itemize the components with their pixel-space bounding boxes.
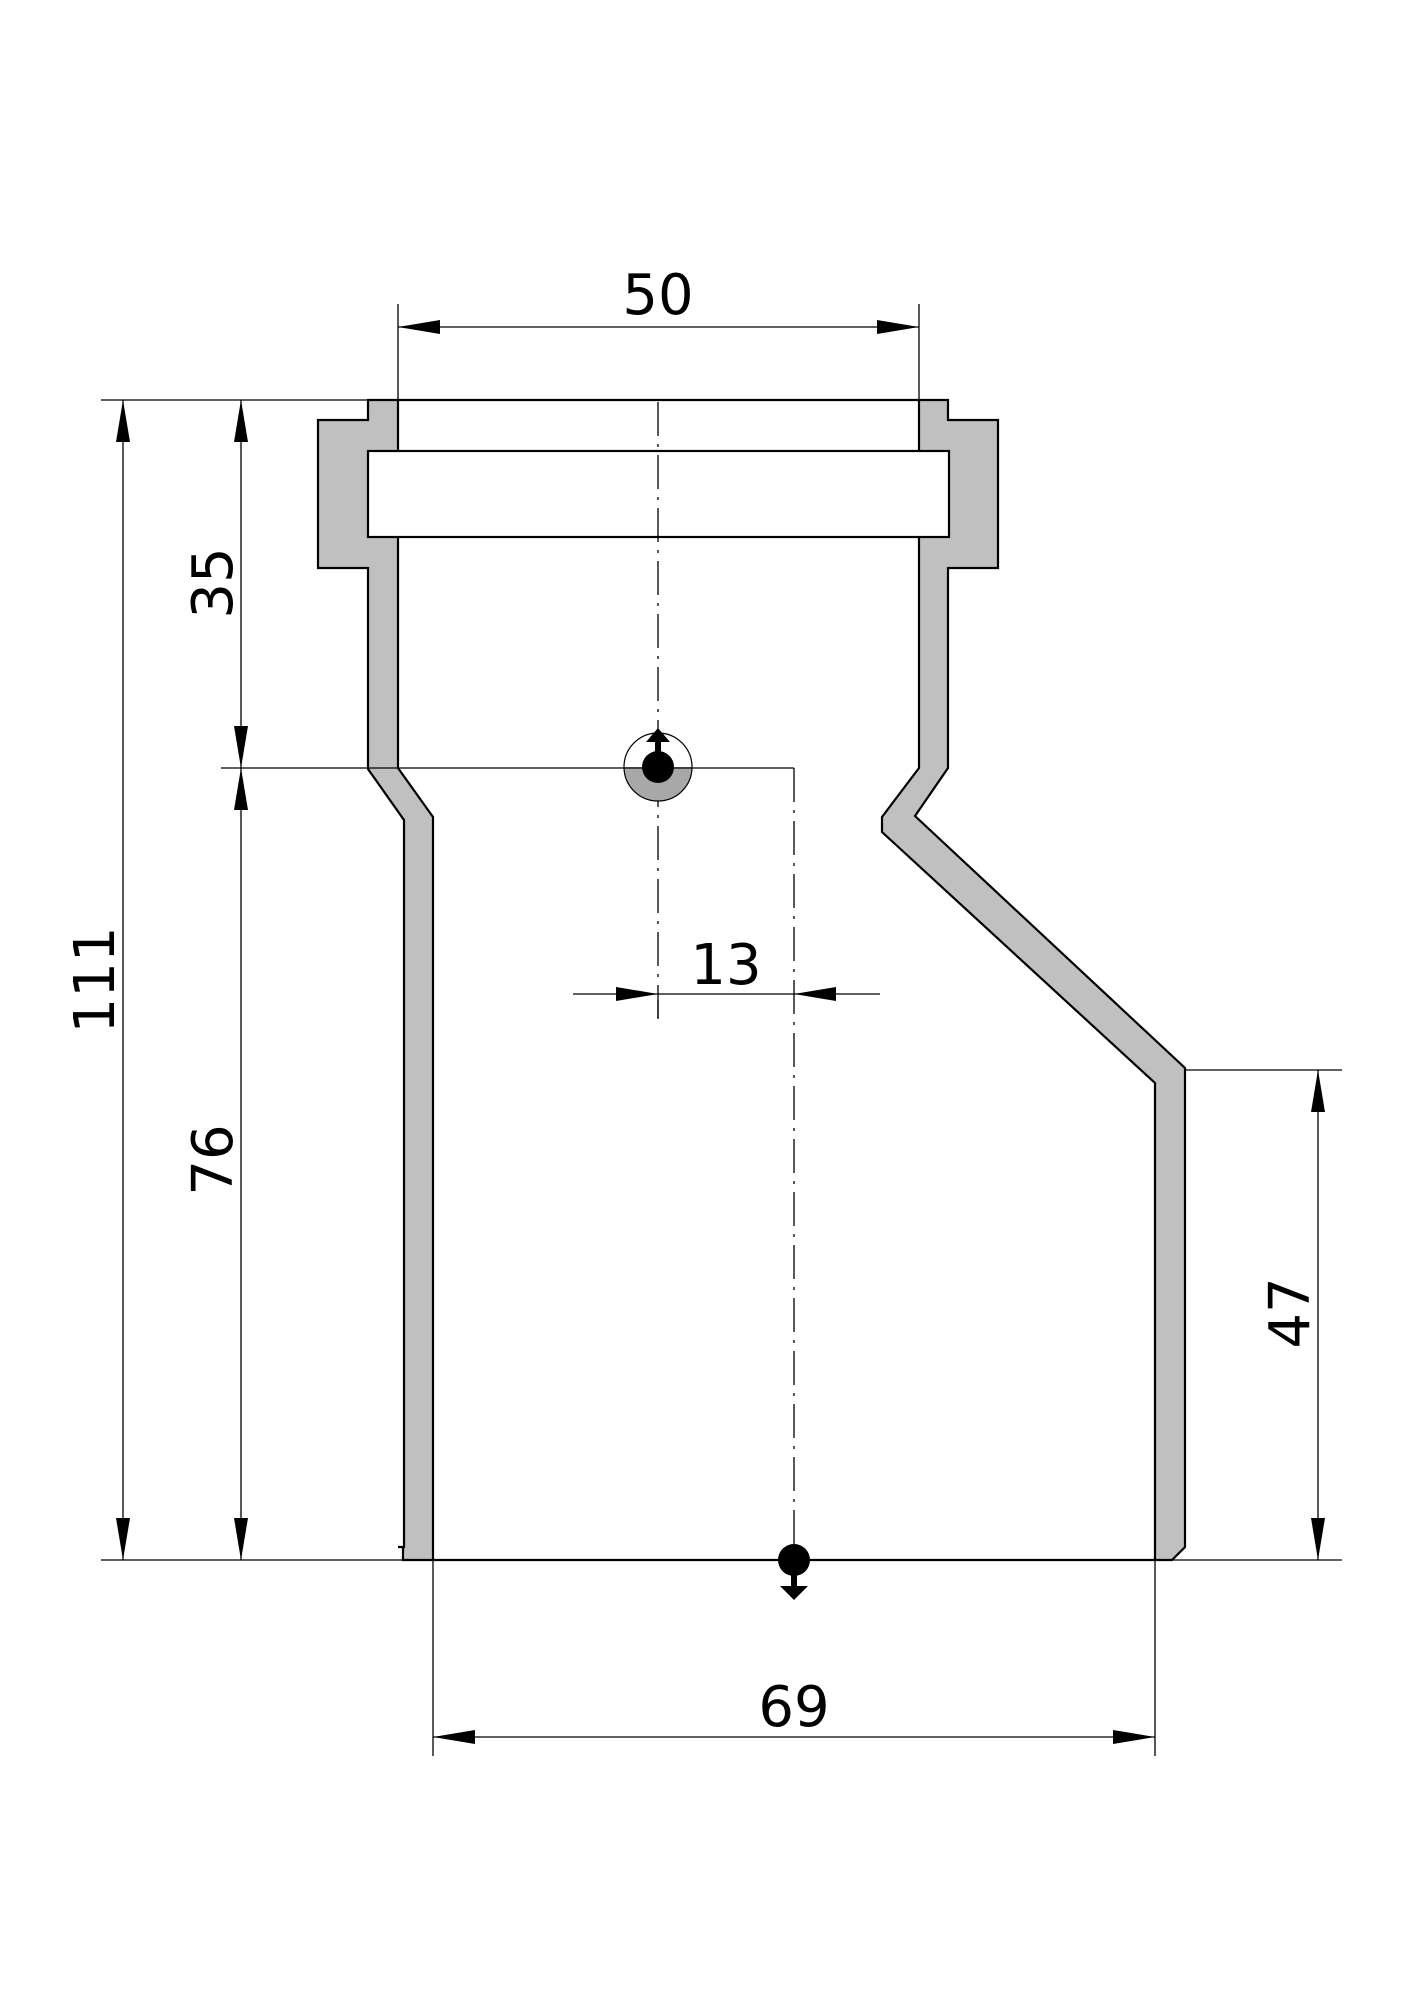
- inlet-marker: [623, 728, 693, 802]
- straight-height-label: 47: [1258, 1277, 1323, 1348]
- dimension-overall-height: 111: [63, 399, 403, 1561]
- dimension-outlet-diameter: 69: [432, 1560, 1156, 1756]
- outlet-diameter-label: 69: [758, 1675, 829, 1740]
- socket-depth-label: 35: [181, 547, 246, 618]
- inlet-diameter-label: 50: [622, 263, 693, 328]
- dimension-socket-depth: 35: [181, 400, 248, 768]
- lower-height-label: 76: [181, 1124, 246, 1195]
- right-wall: [880, 398, 1187, 1562]
- dimension-straight-height: 47: [1155, 1069, 1342, 1561]
- overall-height-label: 111: [63, 927, 128, 1034]
- center-lines: [657, 402, 795, 1558]
- dimension-inlet-diameter: 50: [397, 263, 920, 400]
- outlet-marker: [778, 1544, 810, 1600]
- offset-label: 13: [690, 933, 761, 998]
- dimension-lower-height: 76: [181, 767, 794, 1560]
- dimension-offset: 13: [573, 933, 880, 1018]
- left-wall: [316, 398, 435, 1562]
